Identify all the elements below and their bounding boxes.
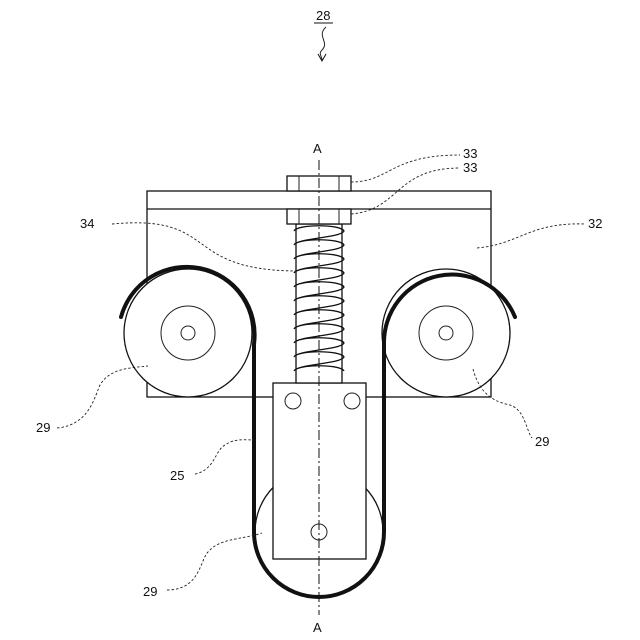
- label-roller-bottom: 29: [143, 584, 157, 599]
- label-nut-upper: 33: [463, 146, 477, 161]
- label-belt: 25: [170, 468, 184, 483]
- leader-plate: [477, 224, 585, 248]
- section-label-bottom: A: [313, 620, 322, 635]
- leader-upper-nut: [351, 155, 460, 182]
- figure-ref-label: 28: [316, 8, 330, 23]
- section-label-top: A: [313, 141, 322, 156]
- label-nut-lower: 33: [463, 160, 477, 175]
- leader-roller-left: [57, 366, 148, 428]
- leader-belt: [195, 440, 254, 474]
- label-plate: 32: [588, 216, 602, 231]
- leader-spring: [112, 223, 296, 271]
- left-roller: [124, 269, 252, 397]
- label-spring: 34: [80, 216, 94, 231]
- label-roller-right: 29: [535, 434, 549, 449]
- label-roller-left: 29: [36, 420, 50, 435]
- leader-roller-bottom: [167, 533, 262, 590]
